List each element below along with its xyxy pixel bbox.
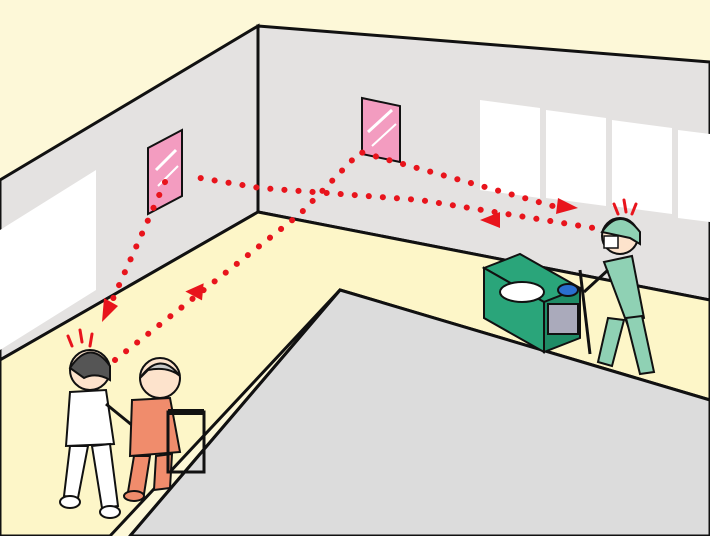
- cart-worker-figure: [582, 217, 656, 376]
- arrowhead-to-worker: [556, 198, 578, 214]
- arrowhead-to-wall: [185, 283, 204, 301]
- food-cart: [481, 252, 592, 355]
- sightline-arrow-icon: [105, 148, 609, 363]
- convex-mirror-icon: [147, 128, 183, 216]
- back-window-4: [678, 130, 710, 222]
- sightline-arrowheads: [102, 198, 578, 322]
- patient-figure: [123, 357, 206, 502]
- back-window-3: [612, 120, 672, 214]
- back-window-1: [480, 100, 540, 198]
- nurse-figure: [59, 349, 139, 519]
- left-window: [0, 170, 96, 350]
- alert-mark-icon: [66, 328, 94, 348]
- back-window-2: [546, 110, 606, 206]
- arrowhead-back: [480, 212, 500, 228]
- arrowhead-to-nurse: [102, 298, 118, 322]
- convex-mirror-icon: [361, 96, 401, 164]
- alert-mark-icon: [612, 198, 638, 216]
